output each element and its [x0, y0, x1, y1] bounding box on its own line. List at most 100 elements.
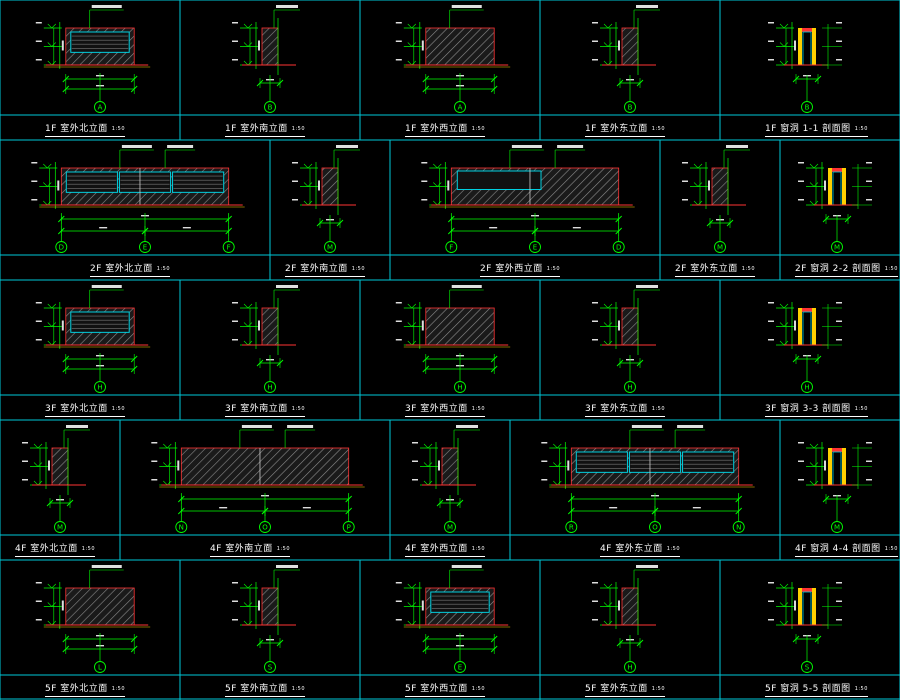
window-panel — [172, 171, 225, 193]
grid-label: B — [805, 104, 810, 112]
wall-hatch — [261, 307, 279, 346]
drawing-title-text: 3F 室外西立面 — [405, 404, 468, 414]
title-underline — [285, 276, 365, 277]
grid-bubble — [649, 521, 661, 533]
drawing-scale: 1:50 — [666, 545, 680, 552]
drawing-cell: M — [798, 162, 872, 253]
lintel — [802, 588, 812, 592]
drawing-scale: 1:50 — [854, 125, 868, 132]
title-underline — [795, 276, 898, 277]
grid-bubble — [264, 101, 276, 113]
wall-hatch — [51, 447, 69, 486]
grid-bubble — [831, 241, 843, 253]
drawing-title-text: 2F 室外南立面 — [285, 264, 348, 274]
lintel — [832, 168, 842, 172]
grid-label: D — [616, 244, 621, 252]
wall-hatch — [621, 307, 639, 346]
title-underline — [585, 136, 665, 137]
grid-bubble — [624, 101, 636, 113]
drawing-cell: H — [35, 285, 151, 393]
grid-bubble — [54, 521, 66, 533]
window-panel — [65, 171, 118, 193]
grid-label: S — [805, 664, 810, 672]
drawing-title-text: 1F 室外西立面 — [405, 124, 468, 134]
section-wall — [812, 308, 816, 345]
window-frame — [802, 31, 812, 66]
grid-label: R — [569, 524, 574, 532]
grid-bubble — [264, 381, 276, 393]
drawing-cell: S — [768, 582, 842, 673]
grid-label: L — [98, 664, 102, 672]
title-underline — [600, 556, 680, 557]
section-wall — [812, 28, 816, 65]
drawing-cell: S — [232, 565, 300, 673]
wall-hatch — [621, 27, 639, 66]
drawing-scale: 1:50 — [81, 545, 95, 552]
drawing-title-text: 1F 室外南立面 — [225, 124, 288, 134]
grid-bubble — [831, 521, 843, 533]
drawing-cell: M — [798, 442, 872, 533]
grid-bubble — [624, 381, 636, 393]
drawing-title-text: 5F 窗洞 5-5 剖面图 — [765, 684, 851, 694]
title-underline — [210, 556, 290, 557]
drawing-cell: M — [292, 145, 360, 253]
title-underline — [45, 696, 125, 697]
drawing-title-text: 1F 室外北立面 — [45, 124, 108, 134]
wall-hatch — [425, 27, 495, 66]
drawing-scale: 1:50 — [111, 125, 125, 132]
drawing-title-text: 2F 室外北立面 — [90, 264, 153, 274]
drawing-cell: B — [768, 22, 842, 113]
drawing-title-text: 1F 窗洞 1-1 剖面图 — [765, 124, 851, 134]
section-wall — [798, 28, 802, 65]
drawing-title-text: 4F 室外西立面 — [405, 544, 468, 554]
grid-bubble — [624, 661, 636, 673]
grid-bubble — [529, 241, 541, 253]
title-underline — [765, 136, 868, 137]
grid-bubble — [612, 241, 625, 253]
grid-label: M — [327, 244, 333, 252]
grid-bubble — [801, 661, 813, 673]
grid-bubble — [324, 241, 336, 253]
title-underline — [765, 416, 868, 417]
wall-hatch — [621, 587, 639, 626]
grid-label: A — [458, 104, 463, 112]
grid-bubble — [565, 521, 578, 533]
grid-label: B — [268, 104, 273, 112]
window-panel — [70, 311, 130, 333]
drawing-title-text: 3F 室外南立面 — [225, 404, 288, 414]
grid-bubble — [222, 241, 235, 253]
grid-bubble — [264, 661, 276, 673]
grid-bubble — [94, 661, 106, 673]
drawing-title-text: 5F 室外北立面 — [45, 684, 108, 694]
grid-label: H — [627, 664, 632, 672]
drawing-cell: M — [682, 145, 750, 253]
window-panel — [628, 451, 682, 473]
drawing-title-text: 3F 窗洞 3-3 剖面图 — [765, 404, 851, 414]
drawing-title-text: 4F 窗洞 4-4 剖面图 — [795, 544, 881, 554]
drawing-scale: 1:50 — [651, 685, 665, 692]
window-panel — [70, 31, 130, 53]
drawing-cell: H — [592, 285, 660, 393]
grid-label: O — [652, 524, 658, 532]
grid-label: S — [268, 664, 273, 672]
window-panel — [575, 451, 628, 473]
grid-label: F — [449, 244, 453, 252]
grid-label: M — [834, 244, 840, 252]
drawing-cell: A — [35, 5, 151, 113]
wall-hatch — [425, 307, 495, 346]
grid-label: F — [227, 244, 231, 252]
drawing-scale: 1:50 — [471, 405, 485, 412]
drawing-scale: 1:50 — [291, 125, 305, 132]
window-frame — [802, 311, 812, 346]
grid-label: N — [179, 524, 184, 532]
title-underline — [405, 416, 485, 417]
